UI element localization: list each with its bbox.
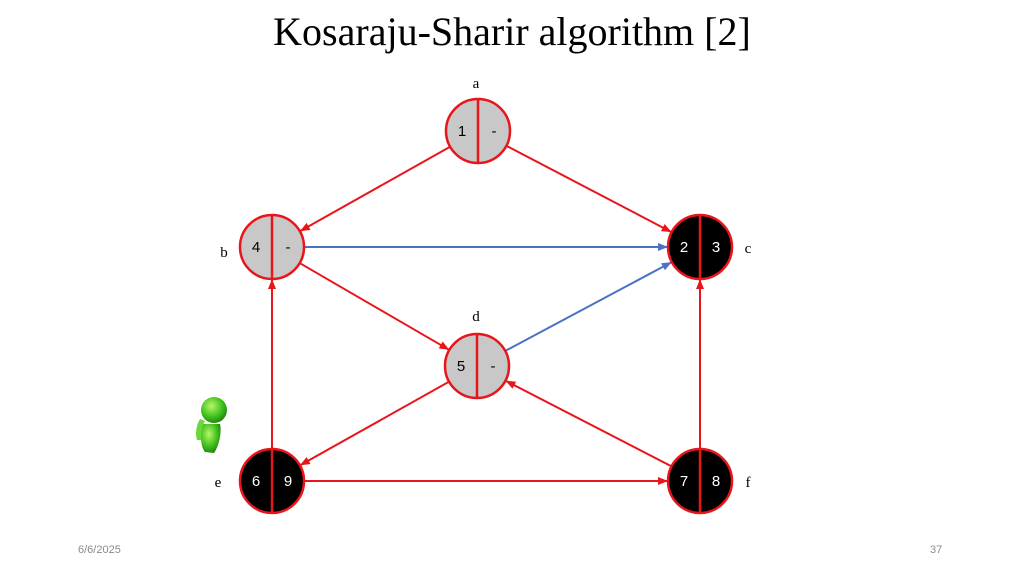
vertex-pre-number: 5 — [457, 358, 465, 375]
slide-title: Kosaraju-Sharir algorithm [2] — [273, 9, 751, 54]
vertex-label: b — [220, 245, 228, 261]
edge-a-b — [299, 145, 451, 232]
vertex-post-number: 3 — [712, 239, 720, 256]
vertex-post-number: - — [286, 239, 291, 256]
vertex-label: a — [473, 76, 480, 92]
slide-page-number: 37 — [930, 544, 943, 556]
edge-a-c — [505, 144, 672, 233]
edge-f-d — [505, 380, 673, 468]
vertex-f: 7 8 f — [666, 447, 751, 515]
vertex-pre-number: 1 — [458, 123, 466, 140]
vertex-pre-number: 6 — [252, 473, 260, 490]
vertex-b: 4 - b — [220, 213, 306, 281]
vertex-e: 6 9 e — [215, 447, 306, 515]
vertex-label: c — [745, 241, 752, 257]
vertex-label: f — [746, 475, 751, 491]
vertex-label: e — [215, 475, 222, 491]
vertex-d: 5 - d — [443, 309, 511, 400]
green-person-icon — [196, 397, 227, 453]
edge-b-d — [299, 262, 450, 351]
slide-date: 6/6/2025 — [78, 544, 121, 556]
vertices-layer: 1 - a 4 - b 2 3 c 5 - d 6 9 e 7 8 f — [215, 76, 752, 515]
vertex-post-number: - — [492, 123, 497, 140]
edge-d-e — [299, 380, 450, 466]
vertex-label: d — [472, 309, 480, 325]
vertex-post-number: - — [491, 358, 496, 375]
vertex-pre-number: 4 — [252, 239, 260, 256]
vertex-pre-number: 7 — [680, 473, 688, 490]
vertex-c: 2 3 c — [666, 213, 752, 281]
vertex-post-number: 9 — [284, 473, 292, 490]
vertex-a: 1 - a — [444, 76, 512, 165]
vertex-pre-number: 2 — [680, 239, 688, 256]
vertex-post-number: 8 — [712, 473, 720, 490]
edge-d-c — [504, 261, 672, 352]
edges-layer — [268, 144, 704, 485]
